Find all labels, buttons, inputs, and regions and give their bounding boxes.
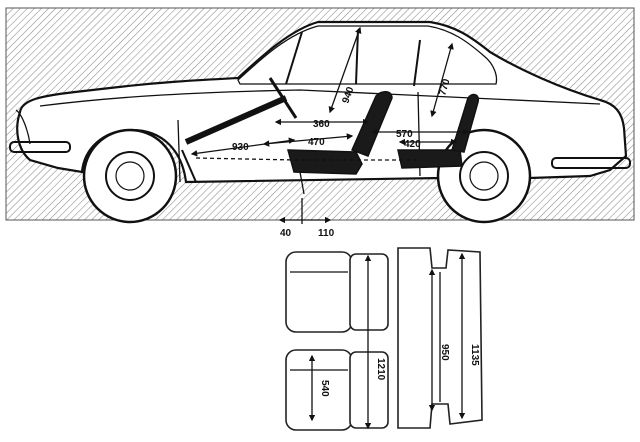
c-pillar bbox=[413, 39, 421, 87]
dim-420-label: 420 bbox=[404, 139, 421, 150]
dim-950-label: 950 bbox=[439, 344, 450, 361]
headlight bbox=[15, 109, 31, 145]
front-seat-plan-lower bbox=[285, 349, 389, 431]
front-seat bbox=[287, 149, 363, 175]
dim-930-label: 930 bbox=[232, 142, 249, 153]
steering-column bbox=[184, 95, 288, 145]
windshield-and-side-windows bbox=[237, 25, 498, 85]
seat-plan-view bbox=[285, 247, 483, 431]
front-bumper bbox=[9, 141, 71, 153]
a-pillar bbox=[285, 31, 303, 85]
dim-540-label: 540 bbox=[319, 380, 330, 397]
dim-770-label: 770 bbox=[437, 77, 452, 96]
front-seat-plan-upper bbox=[285, 251, 389, 333]
seat-adjust-rearward-label: 40 bbox=[280, 228, 292, 239]
rear-wheel bbox=[436, 128, 532, 224]
side-dimension-lines bbox=[190, 26, 470, 224]
rear-bumper bbox=[551, 157, 631, 169]
pedal bbox=[181, 149, 197, 183]
dim-1135-label: 1135 bbox=[469, 344, 480, 366]
dim-570-label: 570 bbox=[396, 129, 413, 140]
dim-1210-label: 1210 bbox=[375, 358, 386, 381]
dim-360-label: 360 bbox=[313, 119, 330, 130]
seat-rail bbox=[299, 171, 305, 195]
rear-bench-plan bbox=[397, 247, 483, 429]
dim-470-label: 470 bbox=[308, 137, 325, 148]
seat-adjust-forward-label: 110 bbox=[318, 228, 335, 239]
car-side-view bbox=[9, 20, 631, 224]
steering-wheel bbox=[268, 77, 298, 119]
rear-seat bbox=[397, 149, 463, 169]
front-wheel bbox=[82, 128, 178, 224]
